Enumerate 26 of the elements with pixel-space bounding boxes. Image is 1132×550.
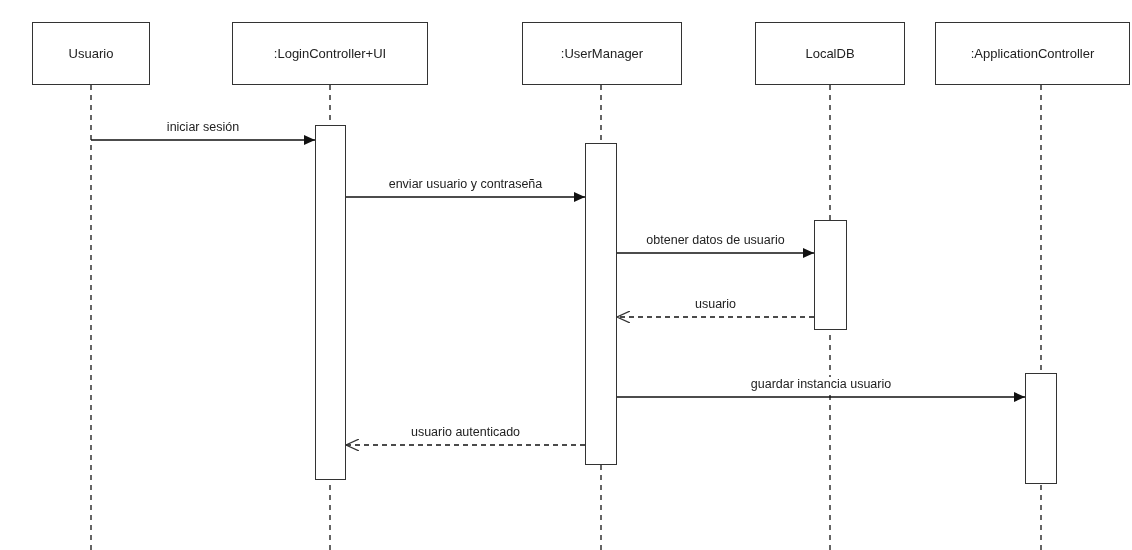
message-arrow bbox=[616, 310, 815, 324]
message-label: enviar usuario y contraseña bbox=[386, 177, 545, 191]
activation-bar bbox=[315, 125, 346, 480]
participant-box bbox=[232, 22, 428, 85]
activation-bar bbox=[585, 143, 617, 465]
message-arrow bbox=[616, 248, 815, 258]
message-label: iniciar sesión bbox=[164, 120, 242, 134]
participant-box bbox=[522, 22, 682, 85]
participant-name: LocalDB bbox=[805, 46, 855, 61]
message-label: obtener datos de usuario bbox=[644, 233, 787, 247]
participant-name: Usuario bbox=[68, 46, 114, 61]
participant-name: :LoginController+UI bbox=[273, 46, 387, 61]
participant-name: :UserManager bbox=[560, 46, 644, 61]
message-arrow bbox=[345, 438, 586, 452]
participant-name: :ApplicationController bbox=[970, 46, 1095, 61]
message-arrow bbox=[90, 135, 316, 145]
participant-box bbox=[935, 22, 1130, 85]
message-label: usuario autenticado bbox=[408, 425, 523, 439]
activation-bar bbox=[814, 220, 847, 330]
message-arrow bbox=[345, 192, 586, 202]
activation-bar bbox=[1025, 373, 1057, 484]
participant-box bbox=[32, 22, 150, 85]
message-label: guardar instancia usuario bbox=[748, 377, 894, 391]
participant-box bbox=[755, 22, 905, 85]
message-label: usuario bbox=[693, 297, 738, 311]
message-arrow bbox=[616, 392, 1026, 402]
